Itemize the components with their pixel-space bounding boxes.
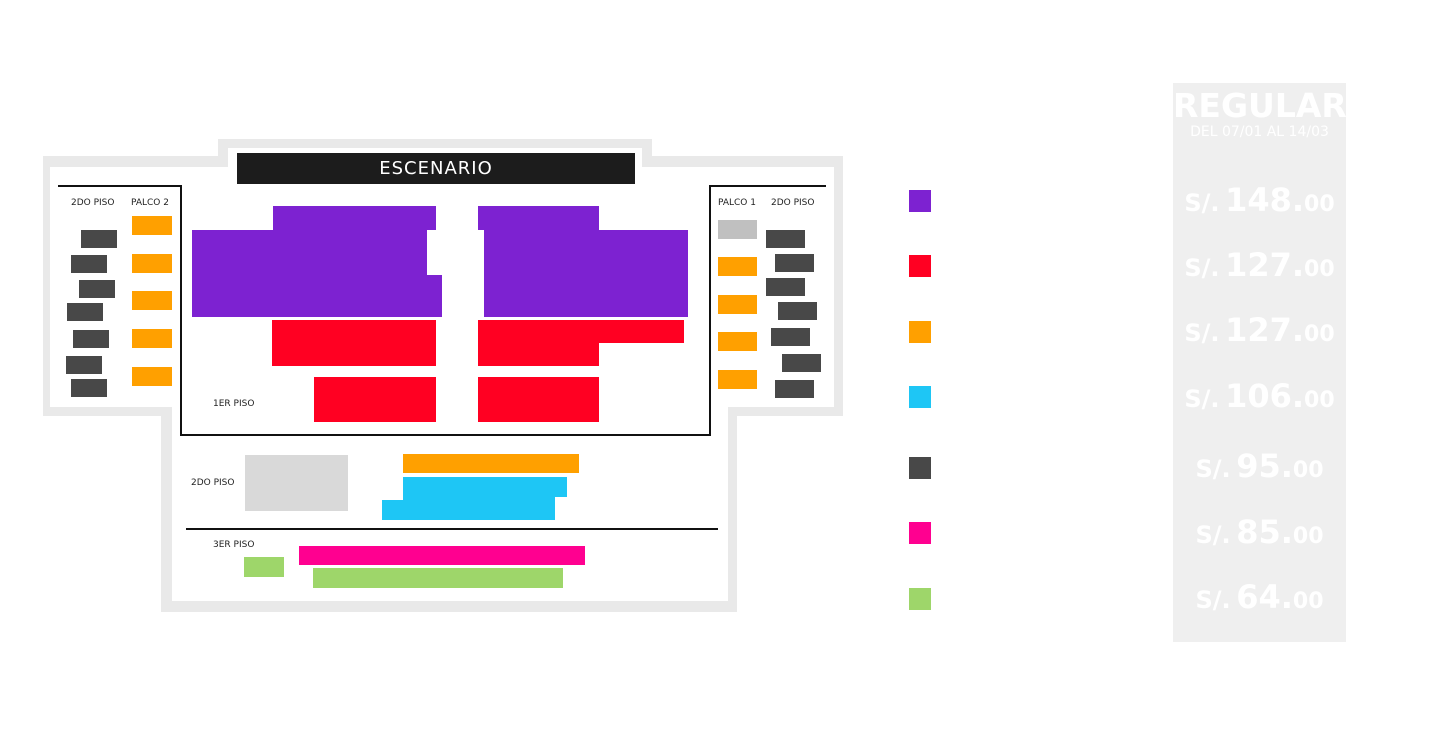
box-dark[interactable] <box>766 230 805 248</box>
left-box-divider <box>58 185 826 436</box>
price-row: S/. 127.00 <box>1173 246 1346 284</box>
label-1er-piso: 1ER PISO <box>213 399 255 409</box>
price-row: S/. 64.00 <box>1173 578 1346 616</box>
price-currency: S/. <box>1184 254 1220 282</box>
box-dark[interactable] <box>775 380 814 398</box>
price-amount: 148. <box>1225 181 1305 219</box>
zone-green-3er[interactable] <box>313 568 563 588</box>
price-cents: 00 <box>1304 192 1335 217</box>
legend-swatch-green <box>909 588 931 610</box>
price-cents: 00 <box>1304 322 1335 347</box>
legend-swatch-red <box>909 255 931 277</box>
box-orange[interactable] <box>718 332 757 351</box>
label-3er-piso: 3ER PISO <box>213 540 255 550</box>
zone-red-right-front[interactable] <box>478 320 684 366</box>
price-row: S/. 106.00 <box>1173 377 1346 415</box>
price-row: S/. 85.00 <box>1173 513 1346 551</box>
box-orange[interactable] <box>132 291 172 310</box>
label-palco-1: PALCO 1 <box>718 198 756 208</box>
price-amount: 127. <box>1225 311 1305 349</box>
box-dark[interactable] <box>778 302 817 320</box>
zone-red-left-back[interactable] <box>314 377 436 422</box>
box-dark[interactable] <box>71 379 107 397</box>
price-subtitle: DEL 07/01 AL 14/03 <box>1190 124 1329 140</box>
label-right-2do-piso: 2DO PISO <box>771 198 815 208</box>
label-2do-piso: 2DO PISO <box>191 478 235 488</box>
zone-orange-2do[interactable] <box>403 454 579 473</box>
zone-gray-block <box>245 455 348 511</box>
price-currency: S/. <box>1184 385 1220 413</box>
price-currency: S/. <box>1195 586 1231 614</box>
price-amount: 64. <box>1236 578 1293 616</box>
box-dark[interactable] <box>66 356 102 374</box>
price-currency: S/. <box>1195 521 1231 549</box>
price-currency: S/. <box>1195 455 1231 483</box>
box-orange[interactable] <box>132 367 172 386</box>
box-dark[interactable] <box>71 255 107 273</box>
price-title: REGULAR <box>1173 86 1347 125</box>
stage-label: ESCENARIO <box>237 153 635 184</box>
box-orange[interactable] <box>718 370 757 389</box>
box-orange[interactable] <box>132 216 172 235</box>
price-cents: 00 <box>1292 524 1324 549</box>
price-row: S/. 127.00 <box>1173 311 1346 349</box>
price-row: S/. 95.00 <box>1173 447 1346 485</box>
label-left-2do-piso: 2DO PISO <box>71 198 115 208</box>
legend-swatch-dark-gray <box>909 457 931 479</box>
box-dark[interactable] <box>782 354 821 372</box>
price-row: S/. 148.00 <box>1173 181 1346 219</box>
box-dark[interactable] <box>771 328 810 346</box>
box-dark[interactable] <box>73 330 109 348</box>
box-dark[interactable] <box>766 278 805 296</box>
price-cents: 00 <box>1304 388 1335 413</box>
zone-green-small[interactable] <box>244 557 284 577</box>
legend-swatch-orange <box>909 321 931 343</box>
price-amount: 127. <box>1225 246 1305 284</box>
price-cents: 00 <box>1292 589 1324 614</box>
legend-swatch-cyan <box>909 386 931 408</box>
zone-purple-right[interactable] <box>478 206 688 317</box>
box-sold <box>718 220 757 239</box>
zone-magenta-3er[interactable] <box>299 546 585 565</box>
zone-red-right-back[interactable] <box>478 377 599 422</box>
price-panel <box>1173 83 1346 642</box>
price-cents: 00 <box>1304 257 1335 282</box>
price-amount: 106. <box>1225 377 1305 415</box>
zone-purple-left[interactable] <box>192 206 442 317</box>
zone-red-left-front[interactable] <box>272 320 436 366</box>
label-palco-2: PALCO 2 <box>131 198 169 208</box>
price-currency: S/. <box>1184 189 1220 217</box>
box-dark[interactable] <box>67 303 103 321</box>
legend-swatch-purple <box>909 190 931 212</box>
legend-swatch-magenta <box>909 522 931 544</box>
price-currency: S/. <box>1184 319 1220 347</box>
price-amount: 85. <box>1236 513 1293 551</box>
price-cents: 00 <box>1292 458 1324 483</box>
box-orange[interactable] <box>718 295 757 314</box>
box-orange[interactable] <box>132 329 172 348</box>
price-amount: 95. <box>1236 447 1293 485</box>
box-orange[interactable] <box>132 254 172 273</box>
box-orange[interactable] <box>718 257 757 276</box>
box-dark[interactable] <box>81 230 117 248</box>
zone-cyan-2do[interactable] <box>382 477 567 520</box>
box-dark[interactable] <box>775 254 814 272</box>
box-dark[interactable] <box>79 280 115 298</box>
